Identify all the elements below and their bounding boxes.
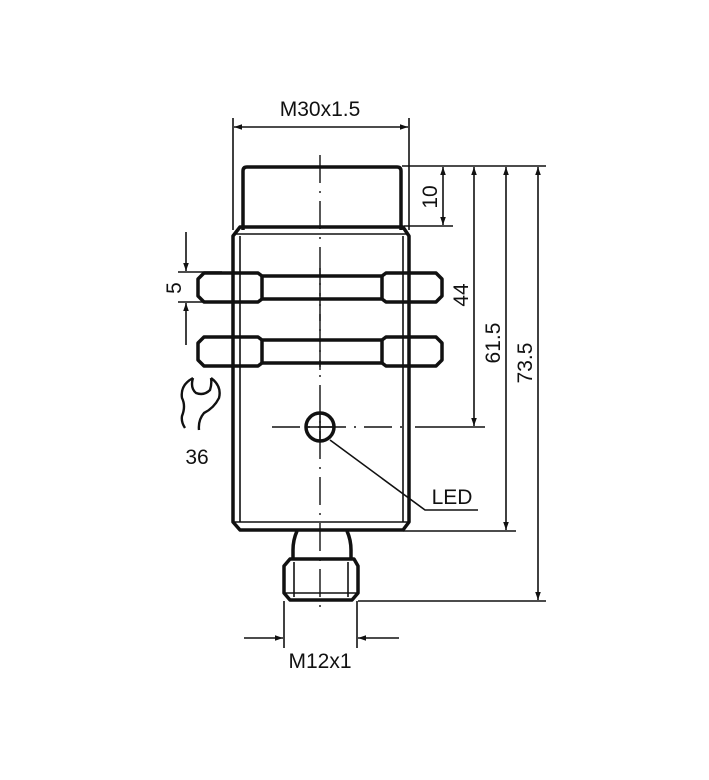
dimension-61-5-label: 61.5 (482, 323, 505, 364)
sensor-cap (241, 165, 403, 230)
wrench-size-label: 36 (185, 446, 208, 469)
nut-upper (196, 271, 444, 304)
led-leader-line (329, 439, 478, 511)
dimension-m30-label: M30x1.5 (280, 98, 361, 121)
dimension-10-label: 10 (419, 185, 442, 208)
nut-lower (196, 335, 444, 368)
dimension-m12-label: M12x1 (288, 650, 351, 673)
dimension-5-label: 5 (163, 282, 186, 294)
led-label: LED (432, 486, 473, 509)
connector-neck (291, 530, 353, 560)
connector-thread (282, 557, 360, 602)
dimension-73-5-label: 73.5 (514, 343, 537, 384)
wrench-icon (180, 376, 221, 431)
dimension-44-label: 44 (450, 283, 473, 307)
